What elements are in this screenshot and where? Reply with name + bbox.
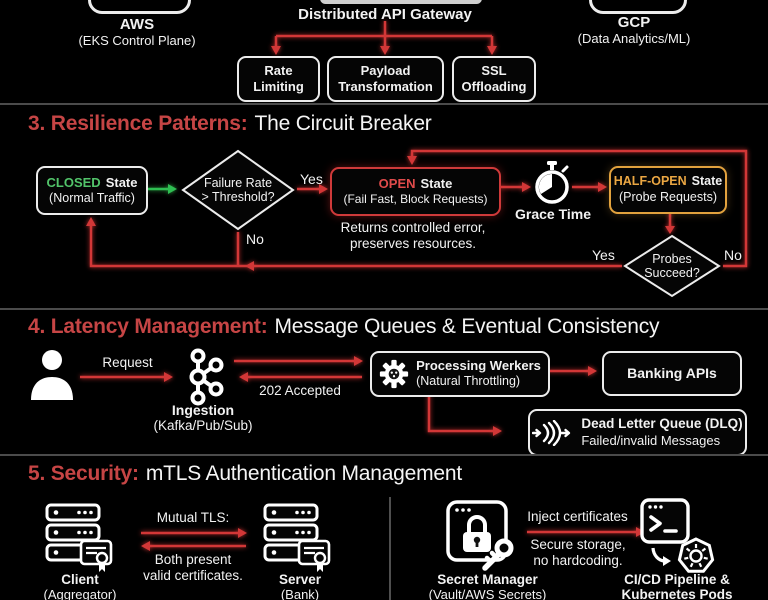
accepted-label: 202 Accepted <box>259 383 341 398</box>
terminal-icon <box>640 498 690 544</box>
key-icon <box>482 538 514 571</box>
processing-workers-box: Processing Werkers (Natural Throttling) <box>370 351 550 397</box>
client-label: Client (Aggregator) <box>43 572 117 600</box>
gateway-bar <box>320 0 482 4</box>
server-bank-icon <box>263 503 331 572</box>
yes-label-1: Yes <box>300 171 323 187</box>
rate-limiting-box: Rate Limiting <box>237 56 320 102</box>
no-label-2: No <box>724 247 742 263</box>
both-present-label: Both present valid certificates. <box>143 552 243 584</box>
section-divider-1 <box>0 103 768 105</box>
cicd-kubernetes-icon <box>640 498 715 573</box>
request-label: Request <box>102 355 153 370</box>
inject-certificates-label: Inject certificates <box>527 509 628 524</box>
open-state-caption: Returns controlled error, preserves reso… <box>340 220 486 252</box>
secret-manager-icon <box>446 500 514 571</box>
client-server-icon <box>45 503 113 572</box>
section-divider-3 <box>0 454 768 456</box>
person-icon <box>31 350 73 400</box>
cicd-label: CI/CD Pipeline & Kubernetes Pods <box>621 572 733 600</box>
dlq-box: Dead Letter Queue (DLQ) Failed/invalid M… <box>528 409 747 456</box>
payload-transformation-box: Payload Transformation <box>327 56 444 102</box>
aws-label: AWS (EKS Control Plane) <box>47 16 227 48</box>
gcp-title: GCP <box>617 14 651 31</box>
gateway-label: Distributed API Gateway <box>298 6 472 23</box>
secret-manager-label: Secret Manager (Vault/AWS Secrets) <box>428 572 547 600</box>
sync-arrow-icon <box>651 547 671 566</box>
gcp-box <box>589 0 687 14</box>
gcp-subtitle: (Data Analytics/ML) <box>577 31 691 46</box>
aws-title: AWS <box>119 16 155 33</box>
gear-icon <box>379 359 409 389</box>
section3-heading: 3. Resilience Patterns:The Circuit Break… <box>28 112 432 135</box>
kubernetes-icon <box>677 537 715 573</box>
aws-subtitle: (EKS Control Plane) <box>78 33 196 48</box>
ingestion-label: Ingestion (Kafka/Pub/Sub) <box>153 402 253 433</box>
banking-apis-box: Banking APIs <box>602 351 742 396</box>
section-divider-2 <box>0 308 768 310</box>
kafka-icon <box>189 348 224 406</box>
stopwatch-icon <box>535 161 569 204</box>
failure-rate-diamond: Failure Rate> Threshold? <box>180 148 296 232</box>
ssl-offloading-box: SSL Offloading <box>452 56 536 102</box>
lock-icon <box>463 515 491 552</box>
certificate-icon <box>79 539 113 572</box>
certificate-icon <box>297 539 331 572</box>
no-label-1: No <box>246 231 264 247</box>
aws-box <box>88 0 191 14</box>
secure-storage-label: Secure storage, no hardcoding. <box>530 537 626 569</box>
yes-label-2: Yes <box>592 247 615 263</box>
grace-time-label: Grace Time <box>514 206 591 222</box>
mutual-tls-label: Mutual TLS: <box>156 510 230 525</box>
gcp-label: GCP (Data Analytics/ML) <box>544 14 724 46</box>
server-label: Server (Bank) <box>278 572 322 600</box>
section4-heading: 4. Latency Management:Message Queues & E… <box>28 315 660 338</box>
queue-dlq-icon <box>532 419 571 446</box>
security-vertical-divider <box>389 497 391 600</box>
section5-heading: 5. Security:mTLS Authentication Manageme… <box>28 462 463 485</box>
